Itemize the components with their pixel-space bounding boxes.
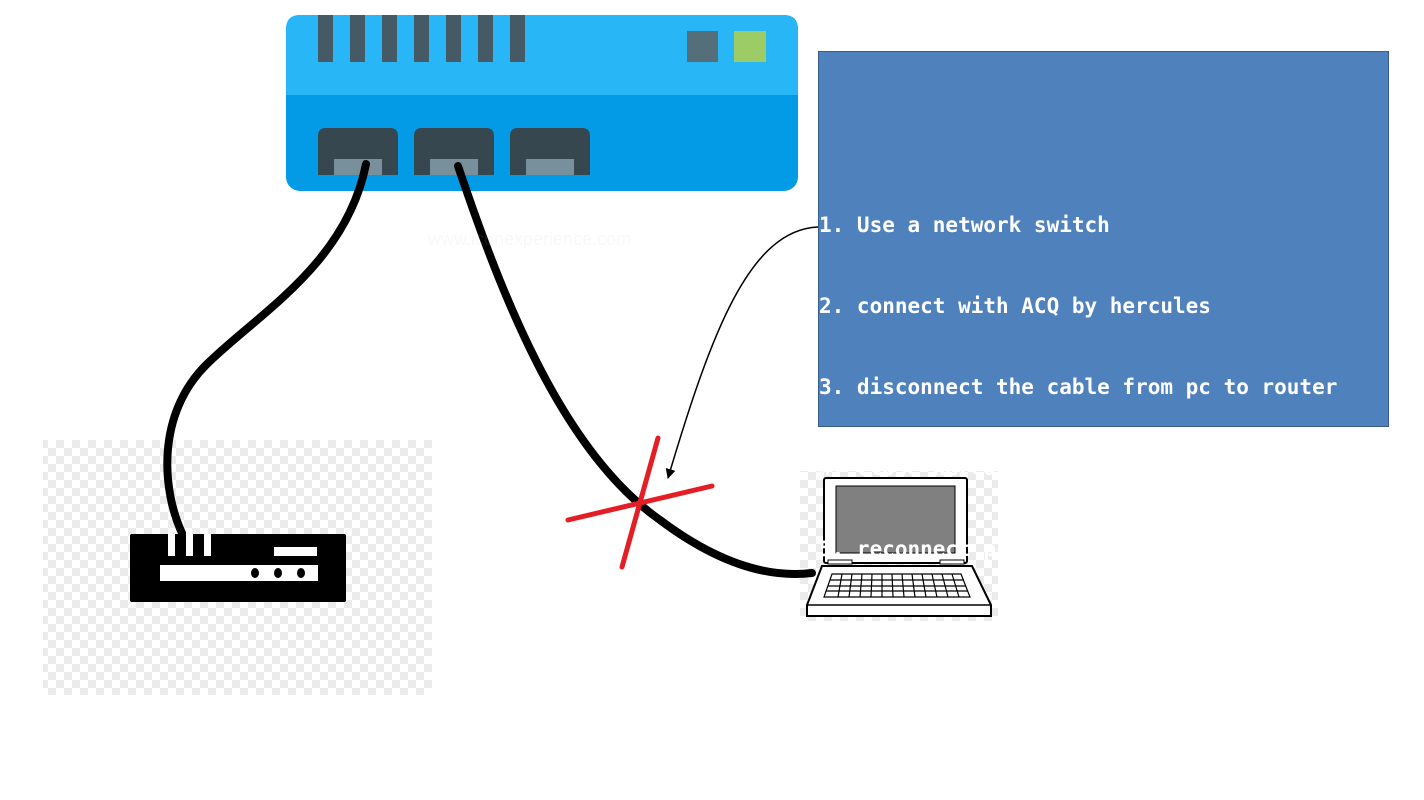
step-1: 1. Use a network switch xyxy=(819,213,1110,237)
disconnect-cross-icon xyxy=(565,435,715,570)
switch-port-3 xyxy=(510,128,590,175)
status-led-gray xyxy=(687,31,718,62)
status-led-green xyxy=(734,31,766,62)
step-3: 3. disconnect the cable from pc to route… xyxy=(819,375,1338,399)
step-4: 4. close hercules xyxy=(819,456,1034,480)
watermark-text: www.iconexperience.com xyxy=(428,229,632,249)
cable-switch-to-router xyxy=(163,160,370,537)
step-2: 2. connect with ACQ by hercules xyxy=(819,294,1211,318)
laptop-keyboard xyxy=(823,573,971,598)
step-5: 5. reconnect pc to switch cable xyxy=(819,537,1211,561)
cable-switch-to-laptop xyxy=(454,162,816,578)
step-6: 6. try connect with ACQ again xyxy=(819,618,1186,642)
steps-list: 1. Use a network switch 2. connect with … xyxy=(819,158,1337,698)
instructions-panel: 1. Use a network switch 2. connect with … xyxy=(818,51,1389,642)
callout-arrow xyxy=(665,226,819,479)
switch-antenna-bars xyxy=(318,15,525,62)
switch-port-2 xyxy=(414,128,494,175)
switch-port-1 xyxy=(318,128,398,175)
laptop-icon xyxy=(800,471,998,621)
router-icon xyxy=(43,440,432,695)
network-switch-icon xyxy=(286,15,798,191)
